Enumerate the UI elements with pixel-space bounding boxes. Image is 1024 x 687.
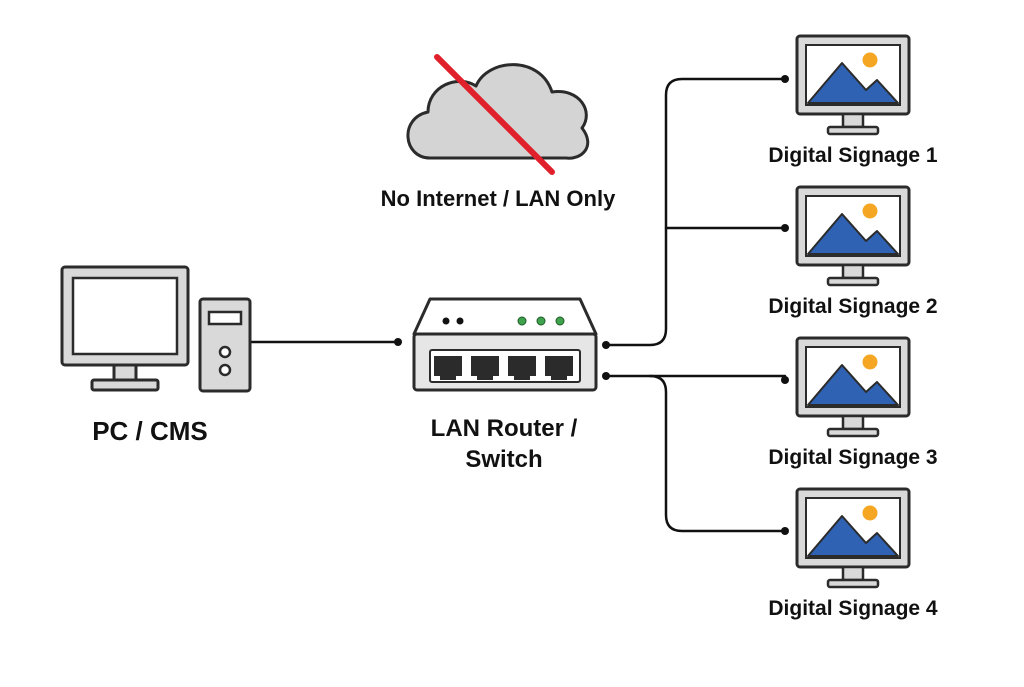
pc-tower-icon — [198, 297, 252, 393]
signage-4-label: Digital Signage 4 — [768, 597, 938, 620]
router-port-a-endpoint — [602, 341, 610, 349]
ethernet-port-icons — [434, 356, 573, 380]
pc-cable-endpoint — [394, 338, 402, 346]
signage-display-2: Digital Signage 2 — [768, 185, 938, 318]
display-monitor-icon — [795, 34, 911, 136]
display-monitor-icon — [795, 185, 911, 287]
connection-lines — [248, 75, 789, 535]
signage-display-1: Digital Signage 1 — [768, 34, 938, 167]
display-monitor-icon — [795, 336, 911, 438]
signage-2-cable-endpoint — [781, 224, 789, 232]
port-led-2-icon — [536, 316, 546, 326]
cloud-label: No Internet / LAN Only — [381, 186, 616, 211]
signage-3-cable-endpoint — [781, 376, 789, 384]
router-to-signage-upper-trunk — [604, 77, 787, 347]
desktop-computer-icon — [60, 265, 190, 392]
red-slash-icon — [434, 54, 555, 175]
signage-1-label: Digital Signage 1 — [768, 144, 938, 167]
network-switch-icon — [412, 297, 598, 392]
pc-workstation: PC / CMS — [60, 265, 252, 446]
signage-3-label: Digital Signage 3 — [768, 446, 937, 469]
signage-2-label: Digital Signage 2 — [768, 295, 937, 318]
port-led-1-icon — [517, 316, 527, 326]
no-internet-cloud: No Internet / LAN Only — [381, 54, 616, 211]
signage-display-4: Digital Signage 4 — [768, 487, 938, 620]
router-label-line-2: Switch — [465, 446, 542, 473]
router-port-b-endpoint — [602, 372, 610, 380]
power-indicator-icon — [442, 317, 450, 325]
signage-1-cable-endpoint — [781, 75, 789, 83]
lan-router-switch: LAN Router / Switch — [412, 297, 598, 473]
cloud-icon — [406, 63, 590, 160]
pc-label: PC / CMS — [92, 416, 208, 446]
status-indicator-icon — [456, 317, 464, 325]
signage-4-cable-endpoint — [781, 527, 789, 535]
display-monitor-icon — [795, 487, 911, 589]
signage-display-3: Digital Signage 3 — [768, 336, 938, 469]
router-label-line-1: LAN Router / — [431, 415, 578, 442]
port-led-3-icon — [555, 316, 565, 326]
router-to-signage-lower-trunk — [604, 374, 787, 533]
